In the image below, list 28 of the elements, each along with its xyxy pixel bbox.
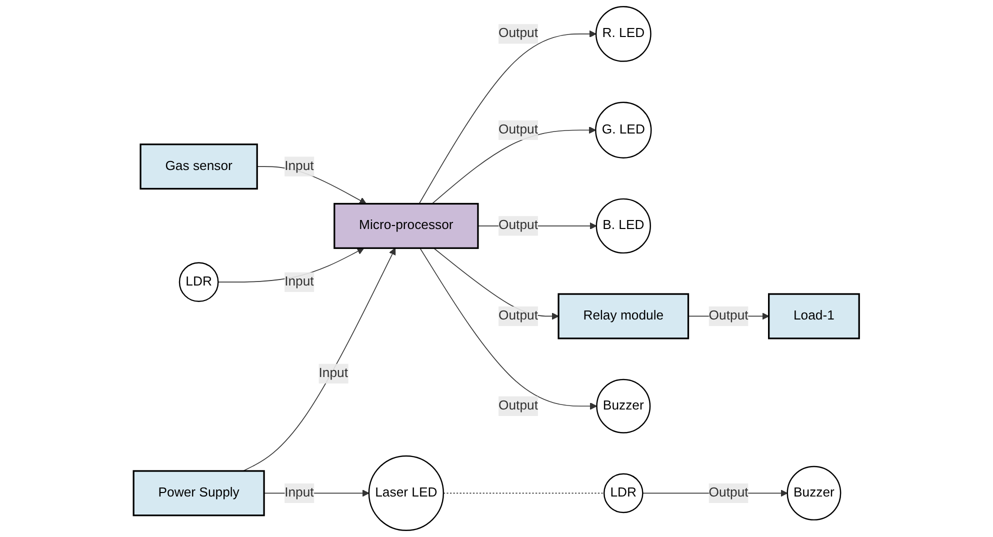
edge-label: Output bbox=[708, 486, 748, 500]
node-circle: G. LED bbox=[595, 102, 652, 158]
edge-label: Input bbox=[284, 159, 314, 174]
arrow bbox=[432, 126, 596, 204]
node-circle: LDR bbox=[179, 262, 219, 302]
node-box: Relay module bbox=[558, 293, 690, 340]
node-box: Power Supply bbox=[132, 470, 266, 516]
connector bbox=[443, 492, 605, 494]
node-box: Micro-processor bbox=[334, 202, 479, 249]
arrow bbox=[418, 30, 597, 204]
node-box: Load-1 bbox=[768, 293, 860, 340]
node-circle: R. LED bbox=[596, 6, 652, 62]
edge-label: Output bbox=[498, 218, 538, 233]
node-box: Gas sensor bbox=[140, 144, 258, 190]
node-circle: Buzzer bbox=[596, 378, 651, 434]
node-circle: Laser LED bbox=[368, 455, 444, 532]
edge-label: Output bbox=[498, 308, 538, 323]
node-circle: B. LED bbox=[596, 198, 652, 254]
node-circle: LDR bbox=[604, 473, 644, 514]
edge-label: Output bbox=[498, 122, 538, 137]
edge-label: Input bbox=[318, 366, 348, 380]
edge-label: Input bbox=[284, 274, 314, 289]
edge-label: Input bbox=[284, 486, 314, 500]
node-circle: Buzzer bbox=[786, 466, 842, 520]
edge-label: Output bbox=[498, 398, 538, 413]
edge-label: Output bbox=[708, 308, 748, 323]
arrow bbox=[242, 248, 396, 472]
edge-label: Output bbox=[498, 26, 538, 41]
